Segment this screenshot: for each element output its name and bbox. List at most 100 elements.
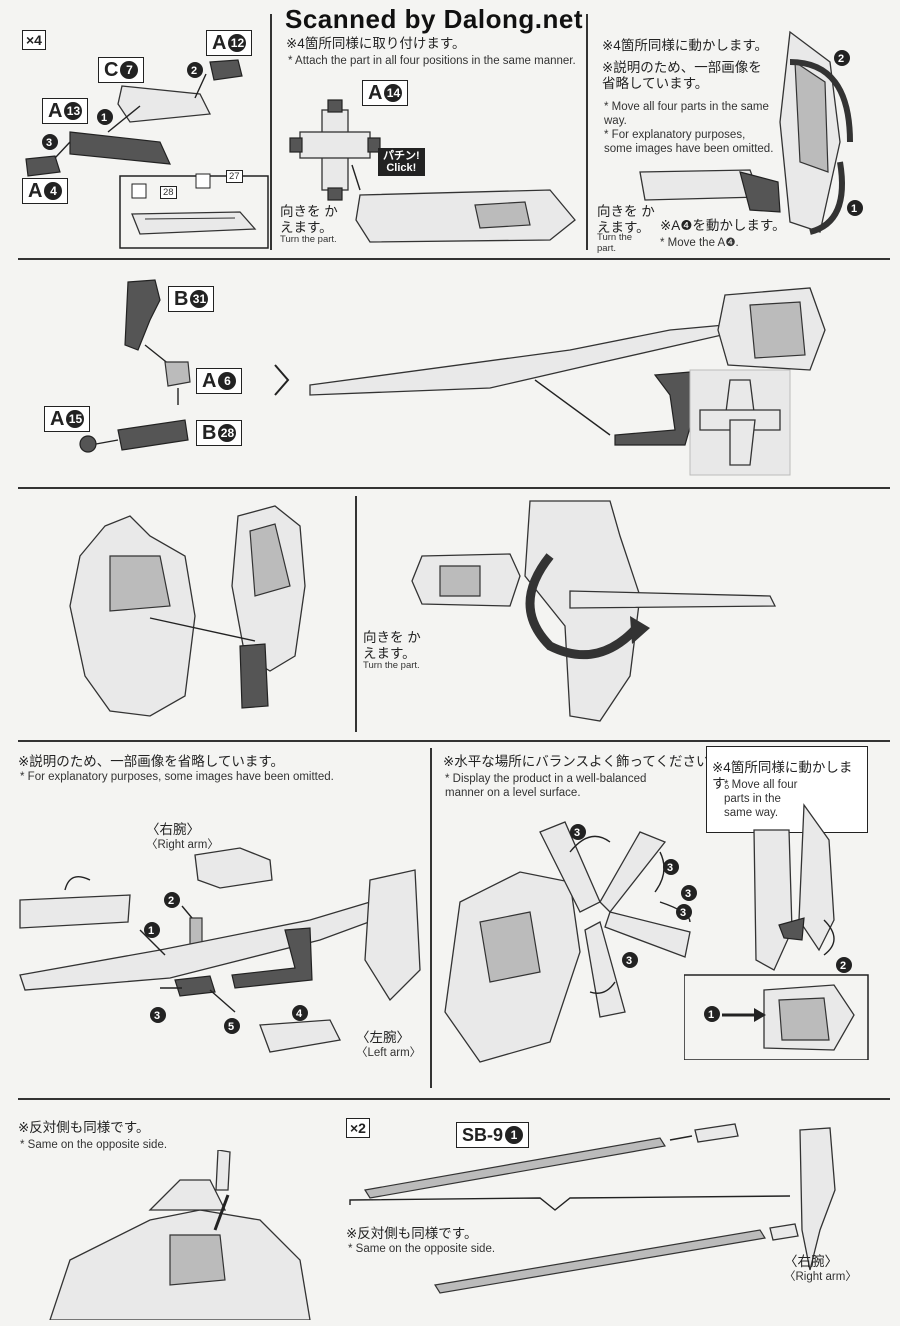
part-number: 15 — [66, 410, 85, 428]
opposite-note-en: * Same on the opposite side. — [20, 1139, 168, 1151]
svg-text:1: 1 — [708, 1009, 714, 1021]
part-number: 7 — [120, 61, 139, 79]
attach-note-jp: ※4箇所同様に取り付けます。 — [286, 36, 466, 51]
part-letter: C — [104, 59, 119, 81]
display-note-jp: ※水平な場所にバランスよく飾ってください。 — [443, 754, 723, 769]
svg-text:3: 3 — [154, 1010, 160, 1022]
svg-text:3: 3 — [46, 137, 52, 149]
omit-note-en: * For explanatory purposes, some images … — [604, 129, 774, 155]
part-letter: A — [202, 370, 217, 392]
watermark: Scanned by Dalong.net — [285, 4, 583, 34]
click-jp: パチン! — [383, 150, 420, 162]
divider-v1 — [270, 14, 272, 250]
move-note-jp: ※4箇所同様に動かします。 — [602, 38, 768, 53]
move-note2-jp: ※4箇所同様に動かします。 — [712, 760, 853, 791]
svg-text:3: 3 — [574, 827, 580, 839]
omit-note2-jp: ※説明のため、一部画像を省略しています。 — [18, 754, 285, 769]
part-number: 28 — [218, 424, 237, 442]
right-arm-label2-en: 〈Right arm〉 — [784, 1271, 857, 1283]
divider-v2 — [586, 14, 588, 250]
part-letter: B — [202, 422, 217, 444]
turn2-note-jp: 向きを かえます。 — [597, 204, 655, 235]
svg-text:1: 1 — [851, 203, 857, 215]
click-en: Click! — [386, 162, 417, 174]
multiplier-x4: ×4 — [22, 30, 46, 50]
right-arm-label2-jp: 〈右腕〉 — [784, 1254, 838, 1269]
part-number: 6 — [218, 372, 237, 390]
part-number-27: 27 — [226, 170, 243, 183]
svg-text:2: 2 — [168, 895, 174, 907]
part-number: 31 — [190, 290, 209, 308]
divider-v4 — [430, 748, 432, 1088]
left-arm-label-jp: 〈左腕〉 — [356, 1030, 410, 1045]
svg-text:3: 3 — [685, 888, 691, 900]
divider-2 — [18, 487, 890, 489]
turn2-note-en: Turn the part. — [597, 232, 633, 254]
svg-text:4: 4 — [296, 1008, 303, 1020]
stick-diagram — [349, 1123, 836, 1294]
svg-text:5: 5 — [228, 1021, 234, 1033]
right-arm-label-en: 〈Right arm〉 — [146, 839, 219, 851]
svg-text:3: 3 — [680, 907, 686, 919]
turn3-note-en: Turn the part. — [363, 660, 420, 671]
part-letter: A — [28, 180, 43, 202]
part-number: 14 — [384, 84, 403, 102]
svg-text:1: 1 — [148, 925, 154, 937]
left-arm-label-en: 〈Left arm〉 — [356, 1047, 422, 1059]
svg-text:2: 2 — [191, 65, 197, 77]
assembly-diagram-1: 2 1 3 — [25, 59, 269, 249]
assembly-diagram-5: 1 2 3 4 5 — [19, 847, 421, 1053]
attach-note-en: * Attach the part in all four positions … — [288, 55, 576, 67]
opposite-note2-en: * Same on the opposite side. — [348, 1243, 496, 1255]
move-diagram-2: 2 1 — [684, 803, 869, 1060]
divider-3 — [18, 740, 890, 742]
turn-note-en: Turn the part. — [280, 234, 337, 245]
part-number-28: 28 — [160, 186, 177, 199]
omit-note-jp: ※説明のため、一部画像を 省略しています。 — [602, 60, 762, 91]
part-letter: B — [174, 288, 189, 310]
multiplier-x2: ×2 — [346, 1118, 370, 1138]
move-a4-note-jp: ※A❹を動かします。 — [660, 218, 786, 233]
assembly-diagram-2 — [289, 99, 576, 243]
part-letter: A — [212, 32, 227, 54]
right-arm-label-jp: 〈右腕〉 — [146, 822, 200, 837]
move-note-en: * Move all four parts in the same way. — [604, 101, 769, 127]
click-callout: パチン! Click! — [378, 148, 425, 176]
part-number: 12 — [228, 34, 247, 52]
omit-note2-en: * For explanatory purposes, some images … — [20, 771, 334, 783]
display-note-en: * Display the product in a well-balanced… — [445, 773, 647, 799]
part-number: 4 — [44, 182, 63, 200]
opposite-note-jp: ※反対側も同様です。 — [18, 1120, 150, 1135]
part-number: 1 — [505, 1126, 524, 1144]
divider-4 — [18, 1098, 890, 1100]
svg-text:3: 3 — [626, 955, 632, 967]
opposite-note2-jp: ※反対側も同様です。 — [346, 1226, 478, 1241]
svg-text:1: 1 — [101, 112, 107, 124]
assembly-diagram-3 — [79, 279, 826, 476]
part-letter: A — [368, 82, 383, 104]
svg-text:2: 2 — [840, 960, 846, 972]
assembly-diagram-4 — [69, 500, 777, 722]
svg-text:3: 3 — [667, 862, 673, 874]
part-number: 13 — [64, 102, 83, 120]
display-diagram: 3 3 3 3 3 — [444, 821, 697, 1063]
part-name: SB-9 — [462, 1125, 504, 1145]
divider-v3 — [355, 496, 357, 732]
part-letter: A — [48, 100, 63, 122]
turn-note-jp: 向きを かえます。 — [280, 204, 338, 235]
move-diagram-1: 2 1 — [639, 30, 863, 235]
move-note2-en: * Move all four parts in the same way. — [724, 779, 798, 819]
move-a4-note-en: * Move the A❹. — [660, 237, 739, 249]
turn3-note-jp: 向きを かえます。 — [363, 630, 421, 661]
